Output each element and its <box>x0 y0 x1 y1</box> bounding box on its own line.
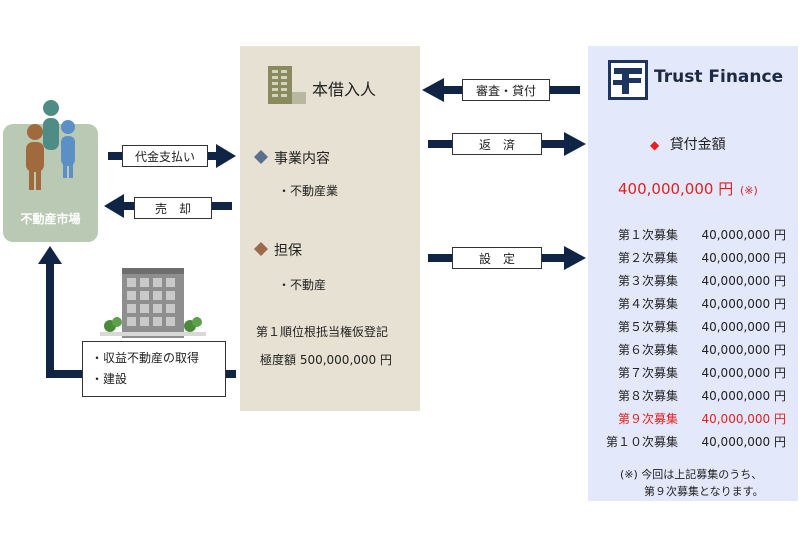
collateral-item: ・不動産 <box>278 278 327 292</box>
loan-heading-row: ◆ 貸付金額 <box>650 134 726 154</box>
round-row: 第１次募集 40,000,000 円 <box>588 226 798 246</box>
loan-amount-note: (※) <box>739 184 758 197</box>
loan-heading: 貸付金額 <box>669 137 726 153</box>
round-amount: 40,000,000 円 <box>701 251 786 265</box>
note-line: 第９次募集となります。 <box>644 485 764 498</box>
round-amount: 40,000,000 円 <box>701 274 786 288</box>
round-label: 第９次募集 <box>617 412 678 426</box>
round-row: 第８次募集 40,000,000 円 <box>588 387 798 407</box>
setup-label: 設 定 <box>452 247 542 269</box>
round-label: 第１０次募集 <box>605 435 678 449</box>
build-item: ・建設 <box>91 372 128 386</box>
round-amount: 40,000,000 円 <box>701 228 786 242</box>
round-row: 第７次募集 40,000,000 円 <box>588 364 798 384</box>
real-estate-market-box: 不動産市場 <box>3 100 98 242</box>
people-icon <box>26 100 75 190</box>
loan-amount: 400,000,000 円 <box>618 180 734 198</box>
round-amount: 40,000,000 円 <box>701 412 786 426</box>
market-label: 不動産市場 <box>20 212 81 226</box>
acquire-item: ・収益不動産の取得 <box>91 351 200 365</box>
sale-label: 売 却 <box>134 197 212 219</box>
round-label: 第５次募集 <box>617 320 678 334</box>
max-amount-line: 極度額 500,000,000 円 <box>260 353 392 367</box>
trust-finance-logo: Trust Finance <box>608 58 784 102</box>
round-amount: 40,000,000 円 <box>701 320 786 334</box>
round-row: 第９次募集 40,000,000 円 <box>588 410 798 430</box>
office-building-icon <box>100 268 206 338</box>
registration-line: 第１順位根抵当権仮登記 <box>256 325 389 339</box>
round-row: 第２次募集 40,000,000 円 <box>588 249 798 269</box>
round-label: 第７次募集 <box>617 366 678 380</box>
building-icon <box>268 66 306 104</box>
borrower-box: 本借入人 事業内容 ・不動産業 担保 ・不動産 第１順位根抵当権仮登記 極度額 … <box>240 46 420 411</box>
business-heading: 事業内容 <box>274 151 330 167</box>
round-row: 第６次募集 40,000,000 円 <box>588 341 798 361</box>
round-amount: 40,000,000 円 <box>701 343 786 357</box>
business-item: ・不動産業 <box>278 184 339 198</box>
lender-box: Trust Finance ◆ 貸付金額 400,000,000 円 (※) 第… <box>588 46 798 501</box>
round-label: 第１次募集 <box>617 228 678 242</box>
round-amount: 40,000,000 円 <box>701 297 786 311</box>
round-label: 第２次募集 <box>617 251 678 265</box>
round-amount: 40,000,000 円 <box>701 389 786 403</box>
round-label: 第６次募集 <box>617 343 678 357</box>
round-row: 第３次募集 40,000,000 円 <box>588 272 798 292</box>
round-row: 第１０次募集 40,000,000 円 <box>588 433 798 453</box>
round-label: 第８次募集 <box>617 389 678 403</box>
round-amount: 40,000,000 円 <box>701 435 786 449</box>
repay-label: 返 済 <box>452 133 542 155</box>
round-row: 第５次募集 40,000,000 円 <box>588 318 798 338</box>
collateral-heading: 担保 <box>274 243 302 259</box>
acquisition-label-box: ・収益不動産の取得 ・建設 <box>82 341 226 397</box>
trust-finance-logo-icon <box>608 60 648 100</box>
diamond-icon: ◆ <box>650 138 660 152</box>
round-row: 第４次募集 40,000,000 円 <box>588 295 798 315</box>
round-label: 第４次募集 <box>617 297 678 311</box>
round-label: 第３次募集 <box>617 274 678 288</box>
payment-label: 代金支払い <box>122 145 208 167</box>
loan-amount-row: 400,000,000 円 (※) <box>618 178 758 199</box>
logo-text: Trust Finance <box>654 67 784 87</box>
borrower-title: 本借入人 <box>312 80 377 99</box>
review-label: 審査・貸付 <box>462 79 550 101</box>
diamond-icon <box>254 150 268 164</box>
diamond-icon <box>254 242 268 256</box>
note-line: (※) 今回は上記募集のうち、 <box>620 468 763 481</box>
round-amount: 40,000,000 円 <box>701 366 786 380</box>
